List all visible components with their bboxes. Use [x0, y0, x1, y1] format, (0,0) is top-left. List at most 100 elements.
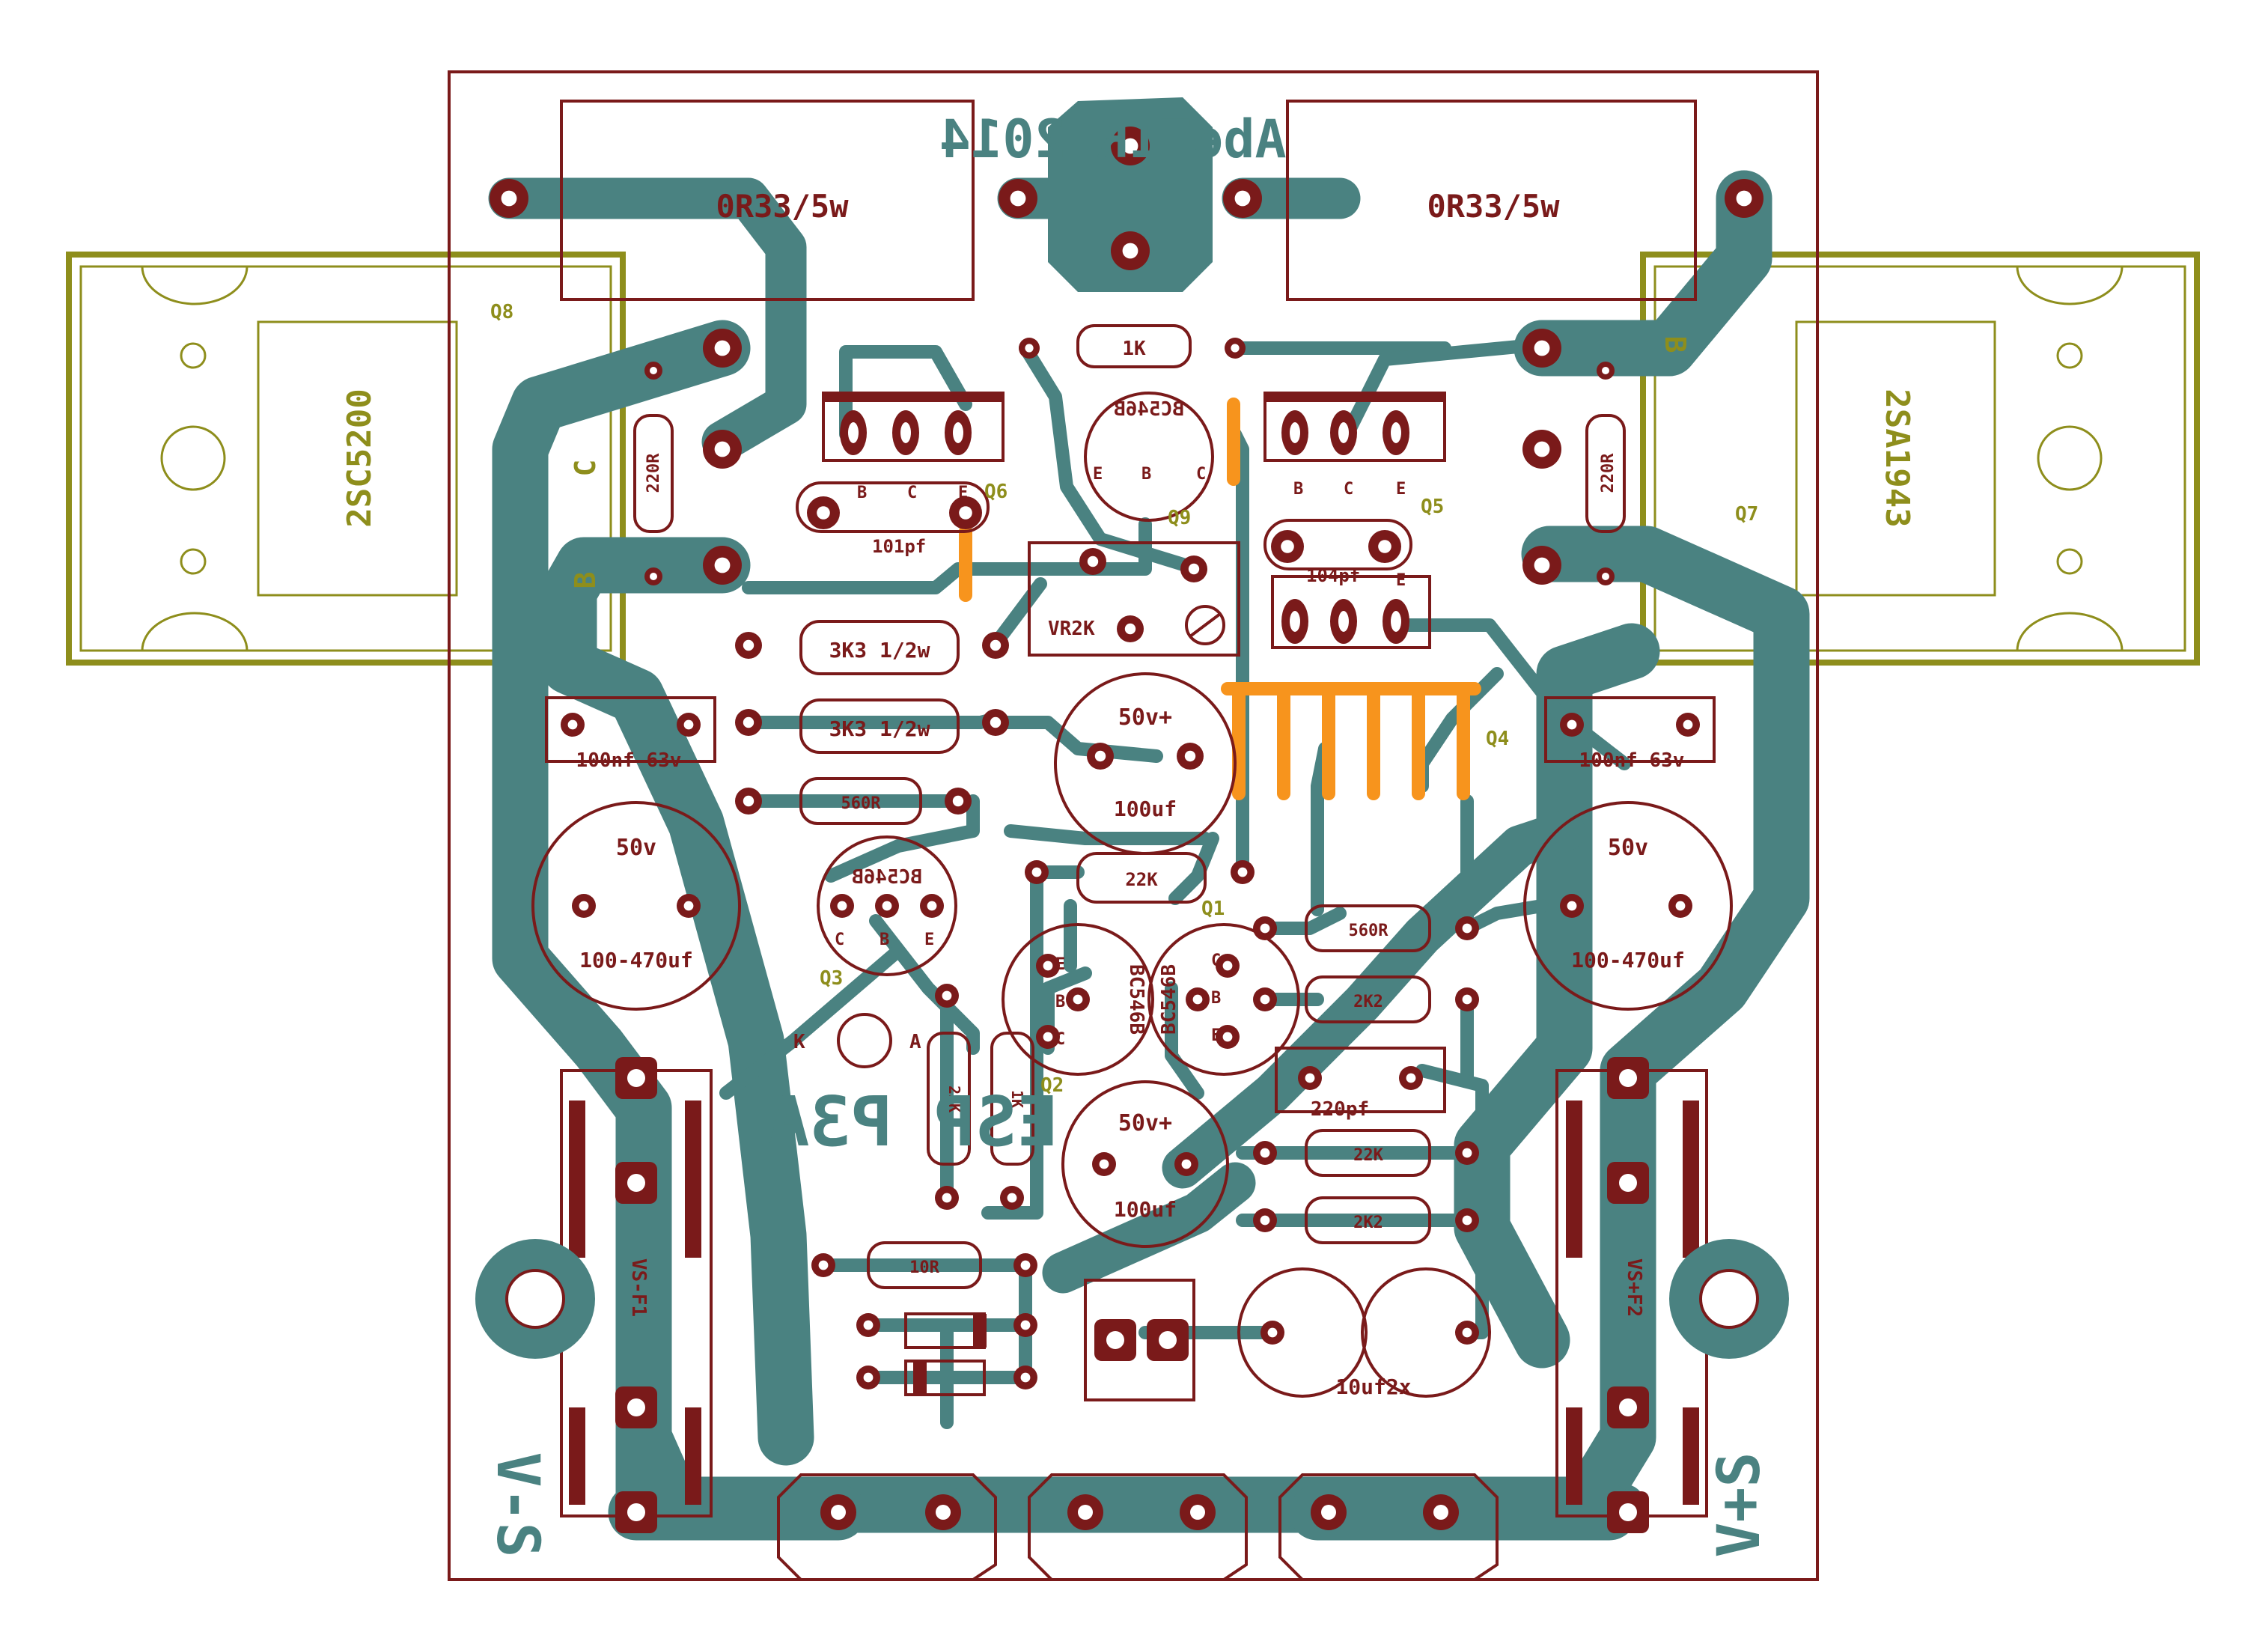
pad-hole — [1222, 1032, 1233, 1042]
r-emitter-left-label: 0R33/5w — [716, 188, 849, 225]
r-220-left-label: 220R — [644, 453, 663, 493]
pad-hole — [927, 901, 937, 911]
pad-hole — [714, 557, 731, 573]
pad-hole — [1736, 190, 1752, 207]
pad-hole — [743, 795, 755, 807]
pad-hole — [1602, 367, 1609, 374]
pad-hole — [1433, 1505, 1448, 1520]
pad-hole — [1619, 1398, 1637, 1416]
pad-hole — [1260, 1215, 1270, 1226]
q8-ref: Q8 — [490, 301, 513, 323]
pad-hole — [936, 1505, 951, 1520]
c-10uf-label: 10uf2x — [1335, 1375, 1411, 1399]
pad-hole — [863, 1372, 874, 1383]
pad-hole — [953, 422, 963, 443]
c-big-left-value: 100-470uf — [579, 948, 693, 972]
q6-pin-b: B — [857, 484, 867, 502]
q7-part: 2SA1943 — [1878, 389, 1916, 527]
r-22k-lower-label: 22K — [1353, 1146, 1383, 1165]
pad-hole — [683, 719, 694, 730]
pad-hole — [1124, 623, 1136, 635]
pad-hole — [1338, 611, 1349, 632]
fuse-left-label: VS-F1 — [627, 1258, 650, 1317]
fuse-right-label: VS+F2 — [1623, 1258, 1645, 1317]
pad-hole — [1534, 340, 1550, 356]
pad-hole — [1462, 1148, 1472, 1158]
c-220pf-label: 220pf — [1311, 1098, 1369, 1121]
c-big-right-value: 100-470uf — [1571, 948, 1685, 972]
q6-pin-e: E — [958, 484, 968, 502]
pad-hole — [627, 1503, 645, 1521]
r-560-right-label: 560R — [1349, 922, 1389, 940]
pad-hole — [1073, 994, 1083, 1005]
q1-pin-c: C — [1211, 952, 1221, 970]
q7-pin-b: B — [1659, 336, 1692, 353]
pad-hole — [743, 639, 755, 651]
pad-hole — [627, 1069, 645, 1087]
pad-hole — [1462, 1327, 1472, 1338]
pad-hole — [952, 795, 964, 807]
r-560-left-label: 560R — [841, 794, 882, 813]
pad-hole — [1234, 190, 1251, 207]
pad-hole — [1020, 1320, 1031, 1330]
pad-hole — [1122, 243, 1138, 259]
q1-pin-e: E — [1211, 1026, 1221, 1045]
c-101pf-left-label: 101pf — [872, 536, 926, 557]
pad-hole — [1043, 961, 1053, 971]
q6-pin-c: C — [907, 484, 917, 502]
pad-hole — [1231, 344, 1240, 353]
pad-hole — [714, 441, 731, 457]
q4-ref: Q4 — [1486, 728, 1509, 750]
pad-hole — [817, 506, 830, 520]
pad-hole — [1043, 1032, 1053, 1042]
q3-ref: Q3 — [820, 967, 843, 990]
pad-hole — [1567, 901, 1577, 911]
pad-hole — [1406, 1073, 1416, 1083]
pad-hole — [1020, 1260, 1031, 1270]
pad-hole — [942, 990, 952, 1001]
pad-hole — [1181, 1159, 1192, 1169]
q2-ref: Q2 — [1040, 1074, 1064, 1097]
q6-ref: Q6 — [984, 481, 1008, 503]
q2-pin-e: E — [1055, 955, 1065, 974]
pad-hole — [1281, 540, 1294, 553]
pad-hole — [650, 367, 657, 374]
pad-hole — [831, 1505, 846, 1520]
pad-hole — [1031, 867, 1042, 877]
r-220-right-label: 220R — [1599, 453, 1618, 493]
pad-hole — [501, 190, 517, 207]
pad-hole — [1391, 611, 1401, 632]
c-100uf-top-value: 100uf — [1114, 797, 1177, 821]
q1-part: BC546B — [1125, 964, 1147, 1035]
c-100uf-bot-value: 100uf — [1114, 1197, 1177, 1222]
r-3k3-b-label: 3K3 1/2w — [829, 716, 930, 741]
pad-hole — [1619, 1503, 1637, 1521]
pad-hole — [1222, 961, 1233, 971]
c-big-left-voltage: 50v — [616, 835, 656, 861]
c-100uf-bot-voltage: 50v+ — [1118, 1110, 1172, 1136]
vs-minus-label: V-S — [484, 1452, 551, 1558]
fuse-clips — [569, 1100, 1699, 1505]
q5-pin-e: E — [1396, 480, 1406, 499]
r-2k2-lower-label: 2K2 — [1353, 1214, 1383, 1232]
mounting-holes — [475, 1239, 1789, 1359]
pad-hole — [1338, 422, 1349, 443]
r-1k-top-label: 1K — [1122, 338, 1146, 360]
pad-hole — [1462, 923, 1472, 934]
q9-pin-c: C — [1196, 465, 1206, 484]
pad-hole — [882, 901, 892, 911]
q3-pin-b: B — [880, 931, 889, 949]
r-emitter-right-label: 0R33/5w — [1427, 188, 1560, 225]
power-transistor-q7-outline — [1640, 252, 2200, 666]
pad-hole — [1190, 1505, 1205, 1520]
q4-pin-e: E — [1396, 571, 1406, 590]
pad-hole — [1391, 422, 1401, 443]
pad-hole — [1260, 1148, 1270, 1158]
pad-hole — [579, 901, 589, 911]
r-1k-vert-label: 1K — [1008, 1090, 1026, 1108]
q4-heatsink — [1221, 682, 1481, 800]
pad-hole — [990, 716, 1002, 728]
q7-ref: Q7 — [1735, 503, 1758, 526]
pad-hole — [1567, 719, 1577, 730]
led-k: K — [793, 1031, 805, 1053]
